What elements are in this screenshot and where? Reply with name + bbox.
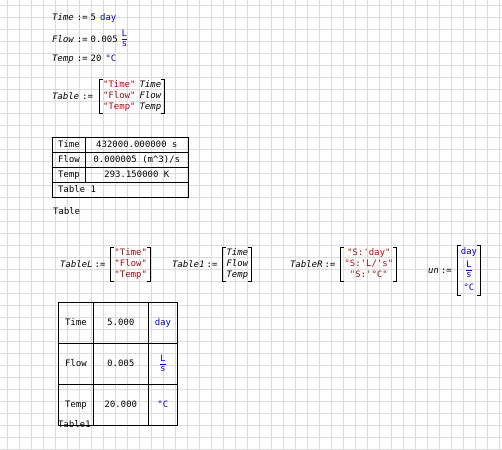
matrix-cell: Flow [226, 259, 249, 269]
un-unit-numerator: L [466, 260, 472, 270]
un-definition[interactable]: un := day L s °C [428, 245, 482, 296]
table-cell-name: Flow [52, 152, 86, 168]
table-cell-name: Time [58, 302, 94, 344]
table1-definition[interactable]: Table1 := Time Flow Temp [172, 247, 252, 282]
table-row: Temp 20.000 °C [58, 384, 178, 426]
assign-operator: := [206, 259, 218, 270]
table-cell-name: Flow [58, 343, 94, 385]
time-definition[interactable]: Time := 5 day [52, 13, 116, 23]
table-matrix: "Time" Time "Flow" Flow "Temp" Temp [98, 79, 166, 114]
un-unit-denominator: s [466, 270, 472, 280]
matrix-cell: "S:'L/'s" [344, 259, 394, 269]
table1-grid[interactable]: Time 432000.000000 s Flow 0.000005 (m^3)… [52, 137, 189, 198]
matrix-cell: Time [139, 80, 162, 90]
table-caption: Table 1 [52, 182, 189, 198]
table2-label: Table1 [58, 420, 91, 430]
assign-operator: := [324, 259, 336, 270]
table1-widget[interactable]: Time 432000.000000 s Flow 0.000005 (m^3)… [52, 137, 189, 198]
table-cell-value: 432000.000000 s [84, 137, 189, 153]
temp-unit: °C [105, 54, 117, 64]
fraction-bar [466, 270, 472, 271]
matrix-cell: Temp [226, 270, 249, 280]
tableR-variable: TableR [290, 259, 323, 270]
table1-variable: Table1 [172, 259, 205, 270]
table1-label: Table [53, 207, 81, 217]
table-caption-row: Table 1 [52, 182, 189, 198]
flow-unit: L s [121, 29, 128, 49]
flow-value: 0.005 [90, 34, 118, 45]
table-cell-unit: L s [147, 343, 178, 385]
table-cell-name: Temp [58, 384, 94, 426]
table-row: Temp 293.150000 K [52, 167, 189, 183]
table-cell-unit: °C [147, 384, 178, 426]
table-cell-value: 20.000 [92, 384, 149, 426]
table1-matrix: Time Flow Temp [222, 247, 252, 282]
table-cell-name: Temp [52, 167, 86, 183]
tableR-matrix: "S:'day" "S:'L/'s" "S:'°C" [340, 247, 397, 282]
matrix-cell: "Time" [114, 248, 147, 258]
table-cell-value: 5.000 [92, 302, 149, 344]
table2-grid[interactable]: Time 5.000 day Flow 0.005 L s Temp 20.00… [58, 302, 178, 426]
assign-operator: := [76, 54, 88, 64]
matrix-cell: "S:'°C" [349, 270, 388, 280]
table-cell-value: 293.150000 K [84, 167, 189, 183]
fraction-bar [160, 364, 166, 365]
tableL-matrix: "Time" "Flow" "Temp" [110, 247, 151, 282]
tableL-definition[interactable]: TableL := "Time" "Flow" "Temp" [60, 247, 151, 282]
matrix-cell: "Temp" [102, 102, 136, 112]
matrix-cell: day [460, 247, 477, 257]
assign-operator: := [82, 91, 93, 102]
flow-definition[interactable]: Flow := 0.005 L s [52, 29, 128, 49]
temp-value: 20 [90, 54, 102, 64]
assign-operator: := [94, 259, 106, 270]
table-row: Flow 0.000005 (m^3)/s [52, 152, 189, 168]
table-definition[interactable]: Table := "Time" Time "Flow" Flow "Temp" … [52, 79, 166, 114]
matrix-cell: L s [461, 259, 477, 282]
tableR-definition[interactable]: TableR := "S:'day" "S:'L/'s" "S:'°C" [290, 247, 397, 282]
matrix-cell: "Temp" [114, 270, 147, 280]
time-unit: day [99, 13, 117, 23]
table-row: Flow 0.005 L s [58, 343, 178, 385]
flow-variable: Flow [52, 34, 74, 45]
un-matrix: day L s °C [456, 245, 482, 296]
matrix-cell: Temp [139, 102, 162, 112]
table-cell-value: 0.005 [92, 343, 149, 385]
fraction-bar [121, 39, 128, 40]
matrix-cell: "Flow" [114, 259, 147, 269]
time-value: 5 [90, 13, 96, 23]
table-cell-value: 0.000005 (m^3)/s [84, 152, 189, 168]
assign-operator: := [440, 265, 452, 276]
flow-unit-numerator: L [121, 29, 128, 39]
matrix-cell: °C [463, 283, 475, 293]
matrix-cell: Flow [139, 91, 162, 101]
unit-denominator: s [160, 364, 166, 374]
assign-operator: := [76, 34, 88, 45]
tableL-variable: TableL [60, 259, 93, 270]
assign-operator: := [76, 13, 88, 23]
table-cell-name: Time [52, 137, 86, 153]
table-row: Time 432000.000000 s [52, 137, 189, 153]
table2-widget[interactable]: Time 5.000 day Flow 0.005 L s Temp 20.00… [58, 302, 178, 426]
flow-unit-denominator: s [121, 39, 128, 49]
unit-numerator: L [160, 354, 166, 364]
table-variable: Table [52, 91, 80, 102]
matrix-cell: "Flow" [102, 91, 136, 101]
matrix-cell: "S:'day" [347, 248, 391, 258]
temp-definition[interactable]: Temp := 20 °C [52, 54, 116, 64]
un-variable: un [428, 265, 439, 276]
time-variable: Time [52, 13, 74, 23]
table-cell-unit: day [147, 302, 178, 344]
temp-variable: Temp [52, 54, 74, 64]
table-row: Time 5.000 day [58, 302, 178, 344]
matrix-cell: "Time" [102, 80, 136, 90]
matrix-cell: Time [226, 248, 249, 258]
